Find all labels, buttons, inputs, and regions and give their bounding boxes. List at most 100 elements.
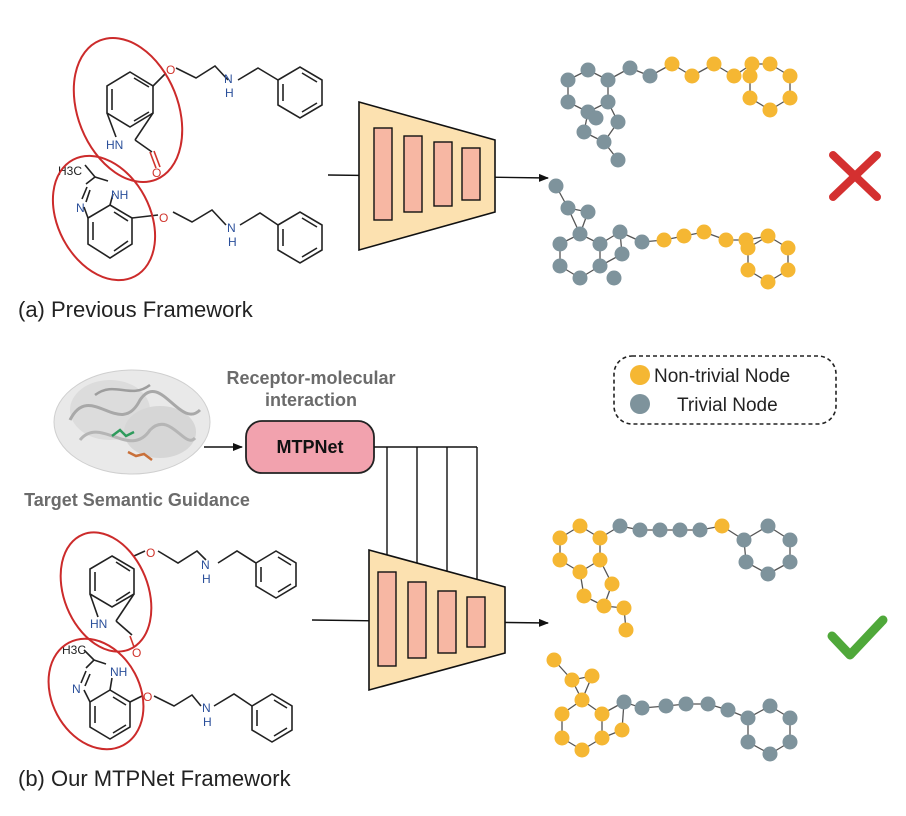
nontrivial-node <box>574 742 590 758</box>
nontrivial-node <box>546 652 562 668</box>
trivial-node <box>580 62 596 78</box>
atom-nitrogen: N <box>72 682 81 696</box>
encoder-layer-bar <box>373 127 393 221</box>
nontrivial-node <box>706 56 722 72</box>
guidance-arrows <box>374 446 481 593</box>
nontrivial-node <box>726 68 742 84</box>
trivial-node <box>720 702 736 718</box>
trivial-node <box>762 698 778 714</box>
atom-oxygen: O <box>143 690 152 704</box>
mtpnet-label: MTPNet <box>277 437 344 457</box>
trivial-node <box>616 694 632 710</box>
encoder-layer-bar <box>466 596 486 648</box>
atom-nitrogen: N <box>202 701 211 715</box>
atom-oxygen: O <box>146 546 155 560</box>
trivial-node <box>572 226 588 242</box>
molecule-b1 <box>89 549 297 648</box>
nontrivial-node <box>718 232 734 248</box>
encoder-trapezoid <box>368 548 506 692</box>
nontrivial-node <box>604 576 620 592</box>
highlight-ellipse <box>51 154 157 282</box>
nontrivial-node <box>760 228 776 244</box>
nontrivial-node <box>596 598 612 614</box>
trivial-node <box>552 258 568 274</box>
nontrivial-node <box>554 730 570 746</box>
caption-b: (b) Our MTPNet Framework <box>18 766 292 791</box>
highlight-ellipse <box>72 36 184 184</box>
nontrivial-node <box>592 530 608 546</box>
trivial-node <box>596 134 612 150</box>
trivial-node <box>760 518 776 534</box>
trivial-node <box>576 124 592 140</box>
encoder-layer-bar <box>437 590 457 654</box>
trivial-node <box>600 72 616 88</box>
trivial-node <box>762 746 778 762</box>
molecule-a2 <box>81 164 323 264</box>
atom-nitrogen: N <box>224 72 233 86</box>
atom-hydrogen: H <box>203 715 212 729</box>
trivial-node <box>658 698 674 714</box>
trivial-node <box>782 734 798 750</box>
output-graph-b1 <box>552 518 798 638</box>
nontrivial-node <box>552 530 568 546</box>
nontrivial-node <box>762 102 778 118</box>
nontrivial-node <box>594 730 610 746</box>
output-graph-a1 <box>560 56 798 168</box>
highlight-ellipse <box>47 637 145 751</box>
interaction-label-line1: Receptor-molecular <box>226 368 395 388</box>
atom-hn: HN <box>90 617 107 631</box>
nontrivial-node <box>618 622 634 638</box>
atom-hydrogen: H <box>202 572 211 586</box>
nontrivial-node <box>742 68 758 84</box>
trivial-node <box>610 114 626 130</box>
nontrivial-node <box>664 56 680 72</box>
atom-hydrogen: H <box>225 86 234 100</box>
nontrivial-node <box>782 68 798 84</box>
protein-structure-image <box>53 369 211 475</box>
trivial-node <box>612 224 628 240</box>
trivial-node <box>592 258 608 274</box>
nontrivial-node <box>656 232 672 248</box>
trivial-node <box>580 204 596 220</box>
encoder-layer-bar <box>433 141 453 207</box>
trivial-node <box>760 566 776 582</box>
trivial-node <box>614 246 630 262</box>
guidance-label: Target Semantic Guidance <box>24 490 250 510</box>
atom-nh: NH <box>110 665 127 679</box>
checkmark-icon <box>827 615 888 660</box>
trivial-node <box>634 700 650 716</box>
trivial-node <box>552 236 568 252</box>
nontrivial-node <box>572 518 588 534</box>
trivial-node <box>560 200 576 216</box>
trivial-node <box>692 522 708 538</box>
molecule-a1 <box>106 64 323 169</box>
trivial-node <box>740 734 756 750</box>
nontrivial-node <box>742 90 758 106</box>
nontrivial-node <box>740 240 756 256</box>
nontrivial-node <box>564 672 580 688</box>
legend: Non-trivial Node Trivial Node <box>613 355 837 425</box>
encoder-layer-bar <box>407 581 427 659</box>
nontrivial-node <box>762 56 778 72</box>
atom-hn: HN <box>106 138 123 152</box>
nontrivial-node <box>676 228 692 244</box>
atom-nitrogen: N <box>227 221 236 235</box>
trivial-node <box>700 696 716 712</box>
panel-a: O N H HN O H3C NH <box>18 36 881 322</box>
trivial-node-swatch <box>630 394 650 414</box>
caption-a: (a) Previous Framework <box>18 297 254 322</box>
nontrivial-node <box>574 692 590 708</box>
atom-nh: NH <box>111 188 128 202</box>
trivial-node <box>610 152 626 168</box>
trivial-node <box>600 94 616 110</box>
trivial-node <box>606 270 622 286</box>
atom-oxygen: O <box>132 646 141 660</box>
nontrivial-node-swatch <box>630 365 650 385</box>
trivial-node <box>782 532 798 548</box>
trivial-node <box>782 554 798 570</box>
output-graph-a2 <box>548 178 796 290</box>
nontrivial-node <box>572 564 588 580</box>
atom-hydrogen: H <box>228 235 237 249</box>
trivial-node <box>642 68 658 84</box>
cross-icon <box>829 151 881 201</box>
